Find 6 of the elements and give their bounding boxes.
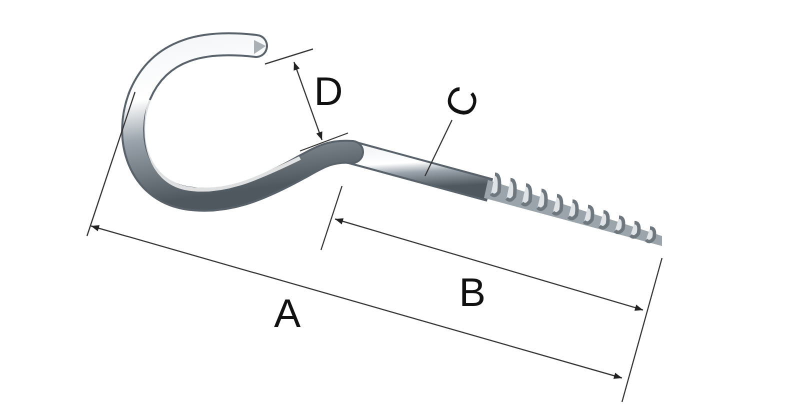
dimension-letter: B	[459, 273, 486, 313]
dimension-letter: D	[314, 72, 343, 112]
callout-letter: C	[438, 81, 486, 123]
shank-drawing	[346, 140, 494, 202]
dimension-letter: A	[274, 294, 301, 334]
leader-line	[424, 120, 453, 176]
